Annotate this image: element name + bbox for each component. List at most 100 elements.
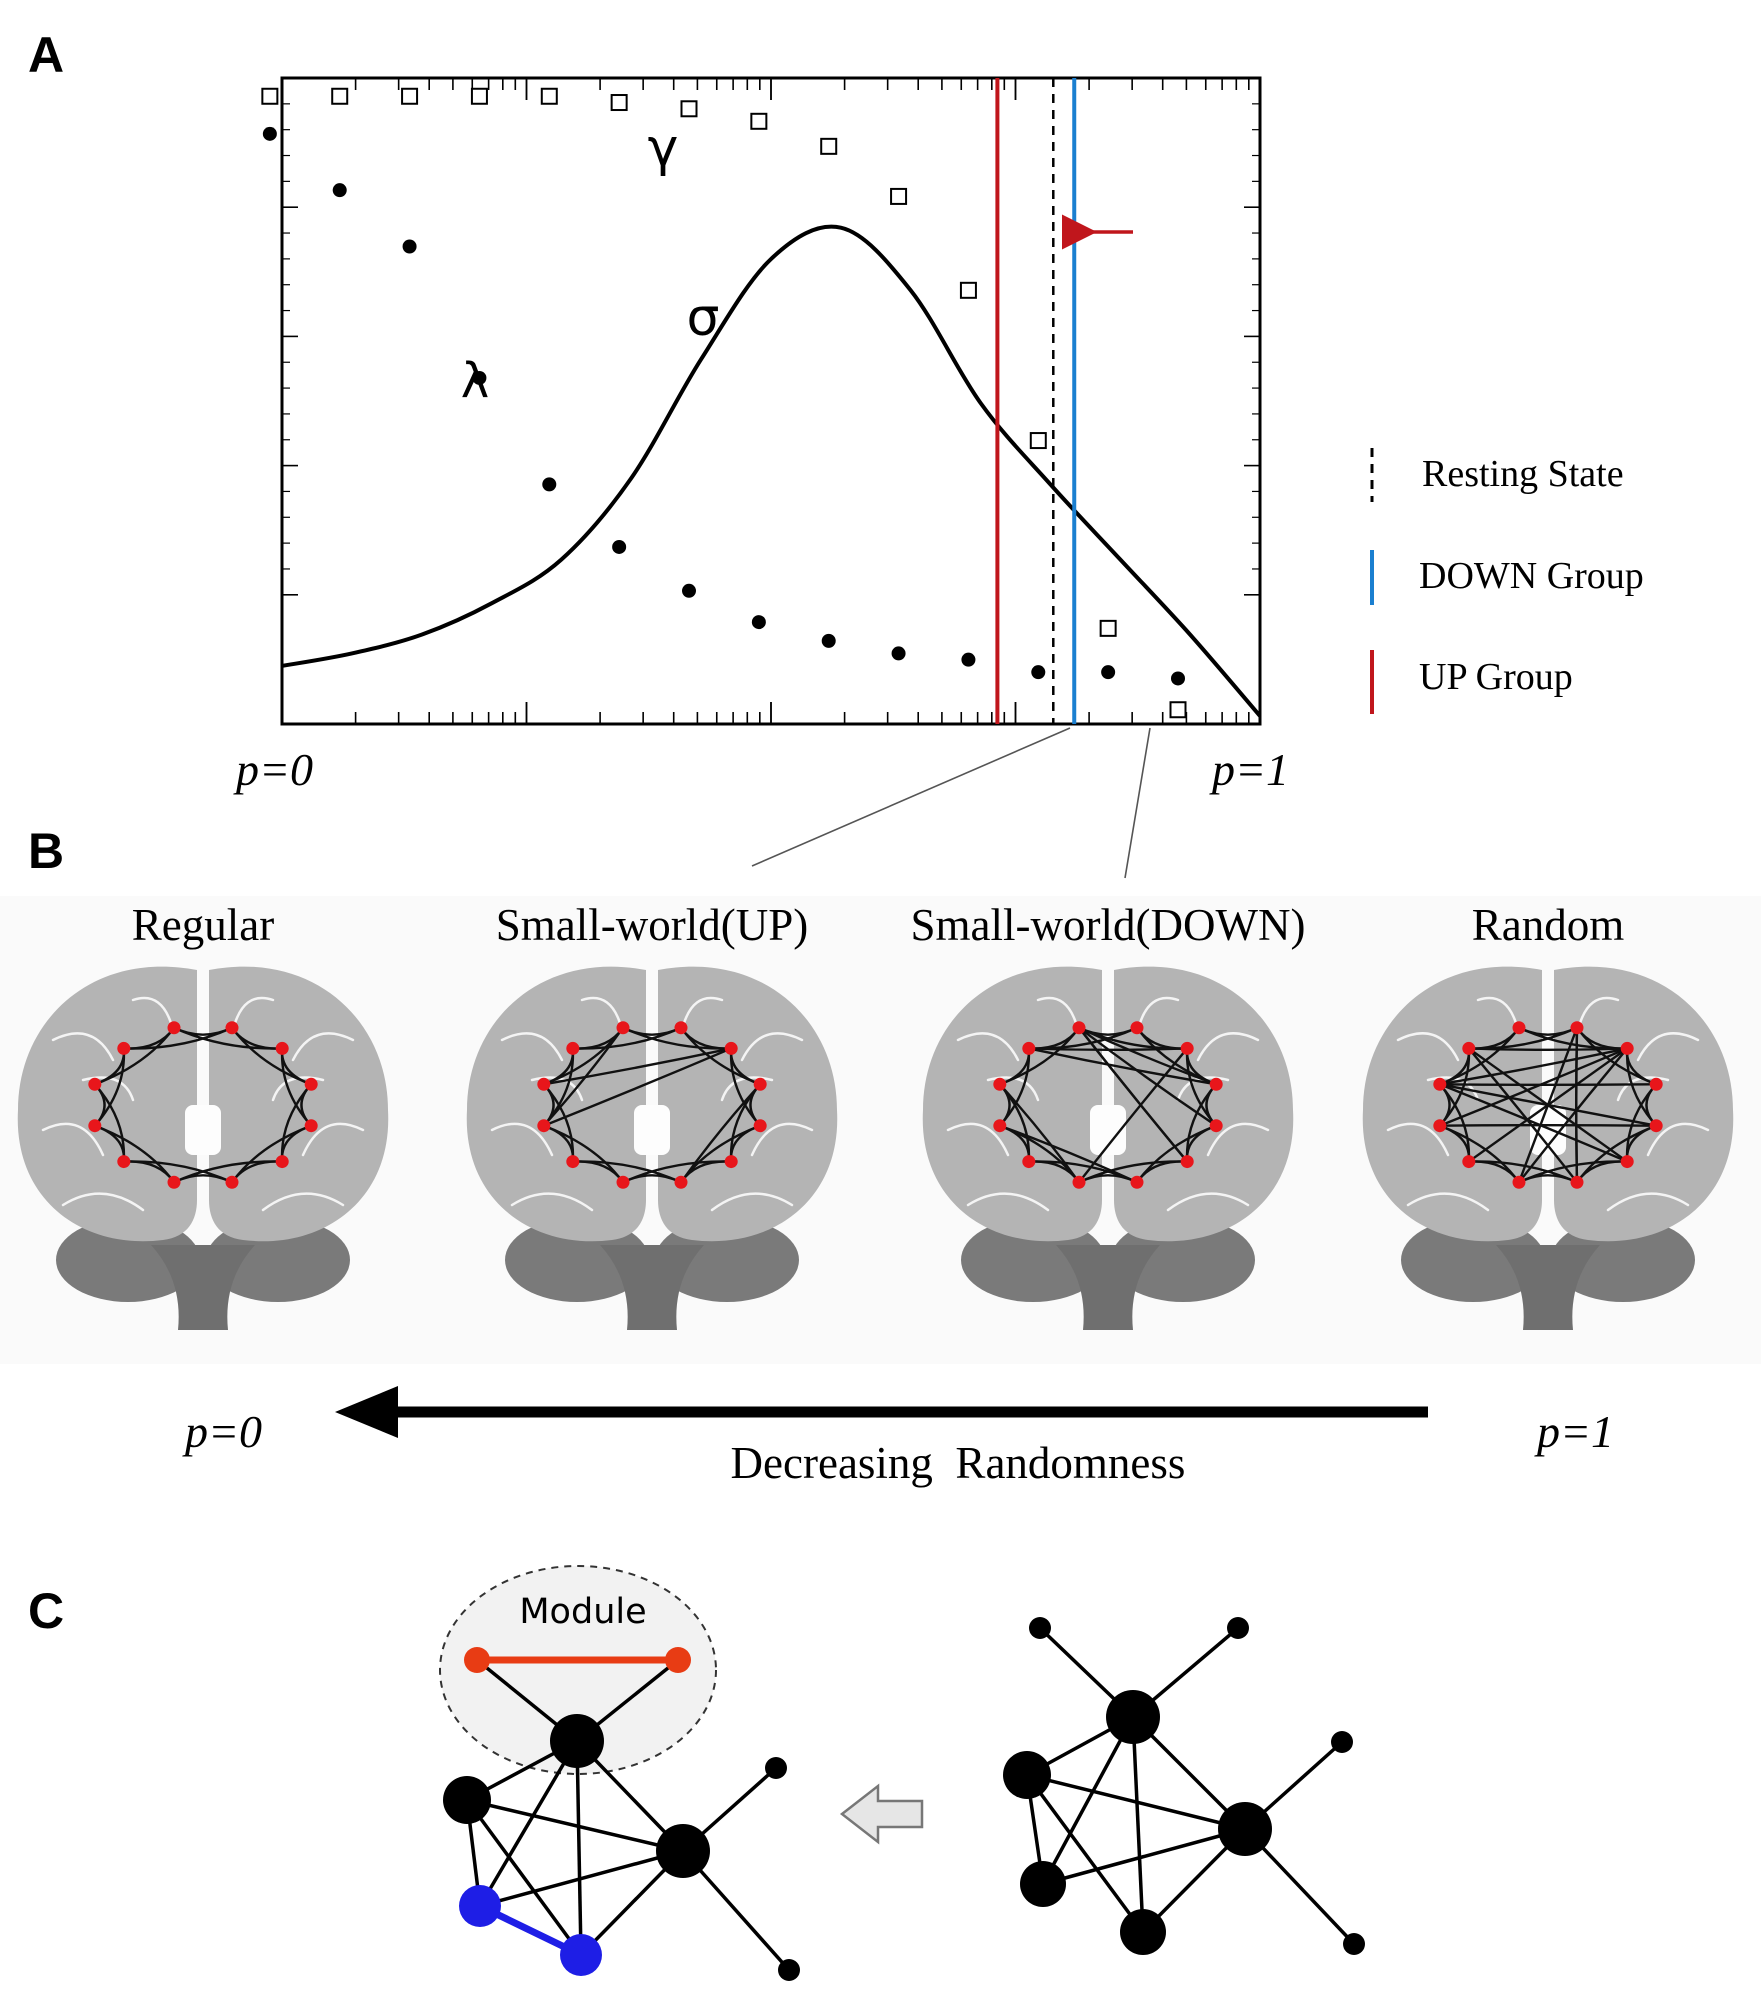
network-edge (1078, 1026, 1189, 1163)
network-edge (998, 1083, 1080, 1183)
blue-node-left (459, 1885, 501, 1927)
gamma-point (331, 87, 349, 105)
brain-label-sw-up: Small-world(UP) (496, 900, 808, 950)
gamma-point (890, 187, 908, 205)
lambda-point (402, 239, 417, 254)
gyrus (51, 1032, 115, 1062)
sigma-chart: γ λ σ (261, 76, 1262, 726)
gamma-point (1029, 432, 1047, 450)
hub-node-left (443, 1776, 491, 1824)
network-node (1022, 1155, 1036, 1169)
lambda-label: λ (461, 353, 489, 409)
arrow-head (335, 1386, 398, 1438)
legend-down: DOWN Group (1419, 555, 1644, 597)
network-edge (1078, 1026, 1217, 1086)
network-node (993, 1119, 1007, 1133)
sigma-label: σ (687, 288, 720, 348)
lambda-point (751, 615, 766, 630)
network-node (724, 1155, 738, 1169)
gyrus (956, 1032, 1020, 1062)
brainstem (1496, 1245, 1600, 1330)
network-node (1620, 1041, 1634, 1055)
brainstem (600, 1245, 704, 1330)
network-node (1649, 1119, 1663, 1133)
network-after: Module (439, 1565, 800, 1981)
connector-down (1124, 727, 1151, 879)
hub-node-top (550, 1714, 604, 1768)
gyrus (986, 1076, 1040, 1102)
x-end-label: p=1 (1209, 744, 1289, 795)
network-node (537, 1077, 551, 1091)
network-node (1570, 1175, 1584, 1189)
sigma-curve (281, 224, 1262, 718)
lambda-point (961, 652, 976, 667)
gamma-point (610, 94, 628, 112)
network-node (304, 1119, 318, 1133)
network-edge (1468, 1047, 1628, 1052)
lambda-point (682, 583, 696, 598)
network-node (1209, 1119, 1223, 1133)
network-node (304, 1077, 318, 1091)
panel-b-letter: B (28, 823, 64, 879)
ventricle (634, 1105, 670, 1155)
network-node (1570, 1021, 1584, 1035)
lambda-point (262, 126, 277, 141)
gyrus (291, 1032, 355, 1062)
arrow-left-label: p=0 (182, 1406, 262, 1457)
node-bottom-left (1020, 1861, 1066, 1907)
gamma-point (959, 281, 977, 299)
lambda-point (542, 477, 557, 492)
ventricle (185, 1105, 221, 1155)
gyrus (966, 1192, 1050, 1212)
network-edge (1467, 1047, 1578, 1184)
lambda-point (891, 646, 906, 661)
gyrus (1196, 1032, 1260, 1062)
log-ticks (281, 78, 1261, 724)
network-node (225, 1021, 239, 1035)
network-node (1180, 1041, 1194, 1055)
network-node (1180, 1155, 1194, 1169)
network-node (117, 1155, 131, 1169)
network-node (1022, 1041, 1036, 1055)
blue-node-right (560, 1934, 602, 1976)
module-node-left (464, 1647, 490, 1673)
arrow-right-label: p=1 (1534, 1406, 1614, 1457)
gyrus (750, 1122, 814, 1157)
network-node (993, 1077, 1007, 1091)
network-node (616, 1021, 630, 1035)
gyrus (500, 1032, 564, 1062)
gyrus (81, 1076, 135, 1102)
network-node (275, 1155, 289, 1169)
network-node (1072, 1021, 1086, 1035)
lambda-series (262, 126, 1185, 686)
network-node (566, 1155, 580, 1169)
network-edge (173, 1026, 283, 1050)
network-node (88, 1119, 102, 1133)
gyrus (61, 1192, 145, 1212)
module-label: Module (519, 1592, 646, 1632)
brain-1 (466, 966, 838, 1330)
network-node (167, 1175, 181, 1189)
network-edge (1518, 1047, 1629, 1184)
network-edge (622, 1026, 732, 1050)
gyrus (510, 1192, 594, 1212)
network-edge (1028, 1047, 1188, 1052)
gamma-point (750, 112, 768, 130)
brain-label-sw-down: Small-world(DOWN) (911, 900, 1306, 950)
network-before (1003, 1617, 1365, 1955)
ventricle (1530, 1105, 1566, 1155)
leaf-node (1227, 1617, 1249, 1639)
network-node (1462, 1041, 1476, 1055)
gyrus (1406, 1192, 1490, 1212)
leaf-node (1343, 1933, 1365, 1955)
leaf-node (778, 1959, 800, 1981)
network-node (674, 1021, 688, 1035)
gyrus (490, 1122, 554, 1157)
gyrus (1166, 1192, 1250, 1212)
gyrus (1616, 1076, 1670, 1102)
network-node (1209, 1077, 1223, 1091)
lambda-point (612, 539, 627, 554)
network-node (117, 1041, 131, 1055)
network-edge (1575, 1027, 1579, 1183)
network-node (724, 1041, 738, 1055)
